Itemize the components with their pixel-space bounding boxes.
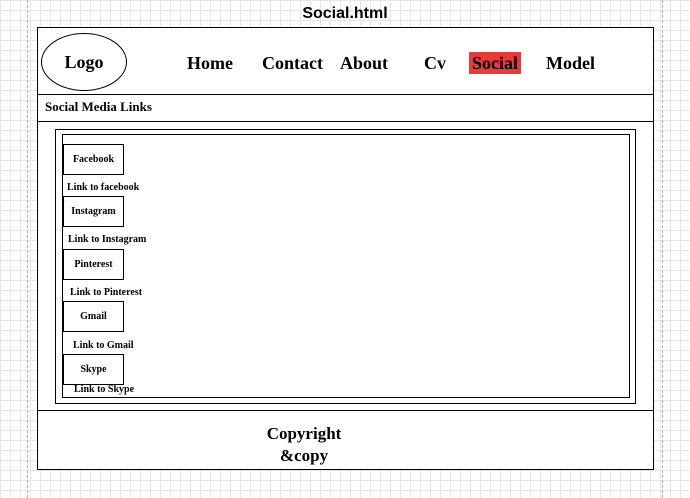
section-divider: [37, 121, 654, 122]
pinterest-link[interactable]: Link to Pinterest: [70, 287, 143, 298]
nav-cv[interactable]: Cv: [424, 53, 446, 73]
nav-home[interactable]: Home: [187, 53, 233, 73]
nav-about[interactable]: About: [340, 53, 389, 73]
gmail-button[interactable]: Gmail: [63, 301, 124, 332]
nav-model[interactable]: Model: [546, 53, 595, 73]
instagram-link[interactable]: Link to Instagram: [68, 234, 147, 245]
nav-contact[interactable]: Contact: [262, 53, 323, 73]
footer-divider: [37, 410, 654, 411]
facebook-button[interactable]: Facebook: [63, 144, 124, 175]
section-title: Social Media Links: [45, 99, 152, 114]
footer: Copyright &copy: [238, 423, 370, 467]
guide-line-right: [662, 0, 663, 498]
content-container: [55, 129, 636, 404]
instagram-button[interactable]: Instagram: [63, 196, 124, 227]
footer-copyright: Copyright: [266, 424, 342, 443]
logo[interactable]: Logo: [41, 33, 127, 91]
footer-copy-symbol: &copy: [279, 446, 329, 465]
header-divider: [37, 94, 654, 95]
page-frame: Logo Home Contact About Cv Social Model …: [37, 27, 654, 470]
guide-line-left: [27, 0, 28, 498]
facebook-link[interactable]: Link to facebook: [67, 182, 140, 193]
page-title: Social.html: [302, 5, 388, 22]
social-links-panel: [62, 134, 630, 398]
pinterest-button[interactable]: Pinterest: [63, 249, 124, 280]
skype-button[interactable]: Skype: [63, 354, 124, 385]
skype-link[interactable]: Link to Skype: [74, 384, 135, 395]
nav-social[interactable]: Social: [469, 52, 522, 74]
gmail-link[interactable]: Link to Gmail: [73, 340, 134, 351]
